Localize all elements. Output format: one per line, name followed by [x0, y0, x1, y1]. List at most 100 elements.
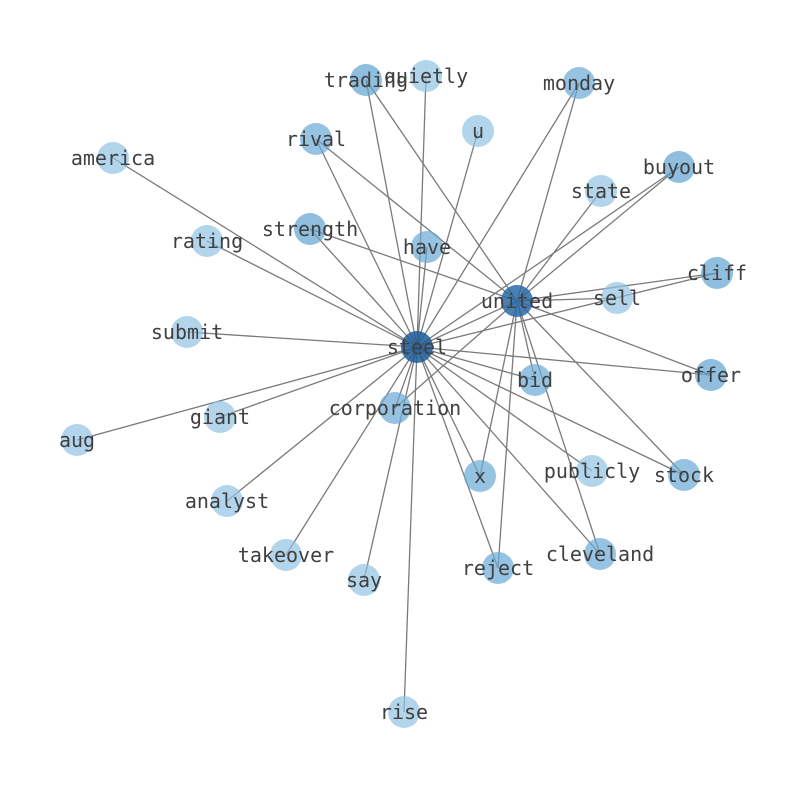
node-u — [462, 115, 494, 147]
node-label-strength: strength — [262, 217, 358, 241]
node-label-steel: steel — [387, 335, 447, 359]
edge-united-strength — [309, 228, 518, 302]
node-label-reject: reject — [462, 556, 534, 580]
edge-united-stock — [516, 300, 685, 476]
edge-united-offer — [516, 300, 712, 376]
edge-united-reject — [497, 300, 518, 569]
edge-steel-x — [416, 346, 481, 477]
node-quietly — [410, 60, 442, 92]
edge-united-cleveland — [516, 300, 601, 555]
node-aug — [61, 424, 93, 456]
edge-united-state — [516, 190, 602, 302]
node-label-trading: trading — [324, 68, 408, 92]
node-reject — [482, 552, 514, 584]
edge-steel-rating — [206, 240, 418, 348]
node-trading — [350, 64, 382, 96]
edge-steel-rival — [315, 138, 418, 348]
edge-steel-quietly — [416, 75, 427, 348]
edge-united-corporation — [394, 300, 518, 409]
node-label-publicly: publicly — [544, 459, 640, 483]
node-monday — [563, 67, 595, 99]
node-corporation — [379, 392, 411, 424]
node-offer — [695, 359, 727, 391]
edge-steel-have — [416, 246, 428, 348]
edge-united-sell — [516, 297, 618, 302]
node-buyout — [663, 151, 695, 183]
node-giant — [204, 401, 236, 433]
edge-united-trading — [365, 79, 518, 302]
edge-steel-giant — [219, 346, 418, 418]
edge-steel-offer — [416, 346, 712, 376]
node-label-cliff: cliff — [687, 261, 747, 285]
node-label-offer: offer — [681, 363, 741, 387]
node-state — [585, 175, 617, 207]
node-label-quietly: quietly — [384, 64, 468, 88]
node-label-x: x — [474, 464, 486, 488]
edge-steel-cleveland — [416, 346, 601, 555]
node-label-bid: bid — [517, 368, 553, 392]
node-steel — [401, 331, 433, 363]
edge-steel-monday — [416, 82, 580, 348]
node-label-buyout: buyout — [643, 155, 715, 179]
node-rating — [191, 225, 223, 257]
node-stock — [668, 459, 700, 491]
node-label-united: united — [481, 289, 553, 313]
edge-steel-united — [416, 300, 518, 348]
node-rival — [300, 123, 332, 155]
node-label-say: say — [346, 568, 382, 592]
node-label-takeover: takeover — [238, 543, 334, 567]
node-label-monday: monday — [543, 71, 615, 95]
node-have — [411, 231, 443, 263]
node-label-rating: rating — [171, 229, 243, 253]
edge-steel-rise — [403, 346, 418, 713]
node-x — [464, 460, 496, 492]
node-strength — [294, 213, 326, 245]
node-label-cleveland: cleveland — [546, 542, 654, 566]
node-rise — [388, 696, 420, 728]
node-label-stock: stock — [654, 463, 714, 487]
edge-steel-stock — [416, 346, 685, 476]
node-submit — [171, 316, 203, 348]
node-label-america: america — [71, 146, 155, 170]
node-analyst — [211, 485, 243, 517]
node-label-sell: sell — [593, 286, 641, 310]
node-say — [348, 564, 380, 596]
node-label-submit: submit — [151, 320, 223, 344]
node-label-giant: giant — [190, 405, 250, 429]
node-label-have: have — [403, 235, 451, 259]
edge-steel-takeover — [285, 346, 418, 556]
edge-steel-bid — [416, 346, 536, 381]
node-label-rise: rise — [380, 700, 428, 724]
node-cliff — [701, 257, 733, 289]
node-sell — [601, 282, 633, 314]
node-bid — [519, 364, 551, 396]
edges-layer — [76, 75, 718, 713]
edge-steel-submit — [186, 331, 418, 348]
edge-steel-strength — [309, 228, 418, 348]
edge-steel-trading — [365, 79, 418, 348]
edge-steel-buyout — [416, 166, 680, 348]
edge-steel-u — [416, 130, 479, 348]
node-label-aug: aug — [59, 428, 95, 452]
nodes-layer — [61, 60, 733, 728]
edge-united-x — [479, 300, 518, 477]
edge-united-buyout — [516, 166, 680, 302]
node-label-corporation: corporation — [329, 396, 461, 420]
edge-steel-aug — [76, 346, 418, 441]
node-takeover — [270, 539, 302, 571]
edge-steel-analyst — [226, 346, 418, 502]
node-label-u: u — [472, 119, 484, 143]
edge-steel-america — [112, 157, 418, 348]
edge-steel-say — [363, 346, 418, 581]
node-cleveland — [584, 538, 616, 570]
edge-united-monday — [516, 82, 580, 302]
edge-steel-publicly — [416, 346, 593, 472]
node-label-state: state — [571, 179, 631, 203]
node-america — [97, 142, 129, 174]
node-united — [501, 285, 533, 317]
node-label-analyst: analyst — [185, 489, 269, 513]
node-publicly — [576, 455, 608, 487]
edge-steel-cliff — [416, 272, 718, 348]
